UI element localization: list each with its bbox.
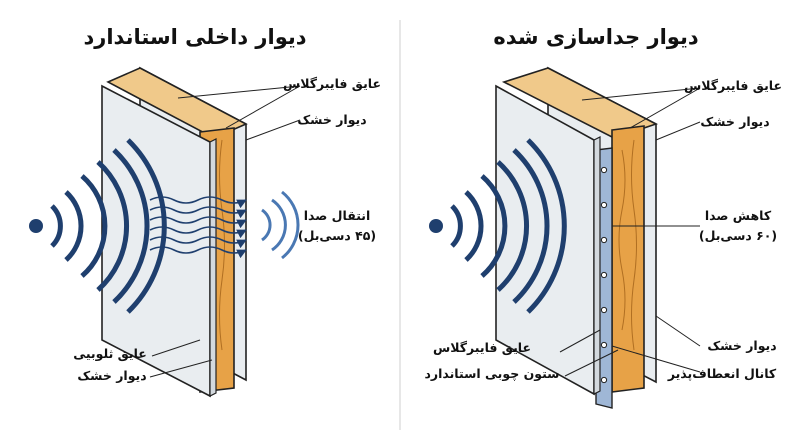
left-sound-waves (29, 138, 167, 314)
right-sound-waves (429, 138, 567, 314)
right-label-sound-db: (۶۰ دسی‌بل) (699, 228, 777, 243)
right-insulation-top (501, 67, 659, 139)
left-transmitted-waves (261, 190, 300, 260)
right-panel-title: دیوار جداسازی شده (493, 25, 698, 49)
right-channel-holes (600, 166, 608, 384)
right-label-wood-stud: ستون چوبی استاندارد (425, 366, 560, 381)
left-label-insulation-bottom: عایق ثلوبیی (73, 346, 147, 361)
left-label-drywall: دیوار خشک (297, 112, 366, 127)
right-label-resilient-channel: کانال انعطاف‌پذیر (667, 366, 777, 381)
right-label-fiberglass-bottom: عایق فایبرگلاس (433, 340, 531, 355)
left-label-sound-transmission: انتقال صدا (304, 208, 371, 223)
right-wood-stud (611, 125, 645, 393)
right-wood-grain (618, 139, 637, 351)
right-label-fiberglass-insulation: عایق فایبرگلاس (684, 78, 782, 93)
right-panel: دیوار جداسازی شده (425, 25, 782, 409)
left-label-drywall-bottom: دیوار خشک (77, 368, 146, 383)
right-sound-source (429, 219, 443, 233)
left-label-sound-db: (۴۵ دسی‌بل) (298, 228, 376, 243)
right-label-drywall: دیوار خشک (700, 114, 769, 129)
left-panel-title: دیوار داخلی استاندارد (83, 25, 306, 49)
left-insulation-top (106, 67, 248, 139)
right-label-drywall-bottom: دیوار خشک (707, 338, 776, 353)
right-wall-assembly (495, 66, 659, 409)
right-callout-lines (559, 87, 701, 377)
left-wall-assembly (101, 66, 248, 398)
left-sound-source (29, 219, 43, 233)
left-callout-lines (149, 85, 301, 378)
left-sound-transmission-lines (149, 196, 247, 259)
left-panel: دیوار داخلی استاندارد (29, 25, 381, 398)
left-label-fiberglass-insulation: عایق فایبرگلاس (283, 76, 381, 91)
right-front-drywall-edge (593, 136, 601, 395)
right-label-sound-reduction: کاهش صدا (705, 208, 772, 223)
left-front-drywall-edge (209, 138, 217, 397)
